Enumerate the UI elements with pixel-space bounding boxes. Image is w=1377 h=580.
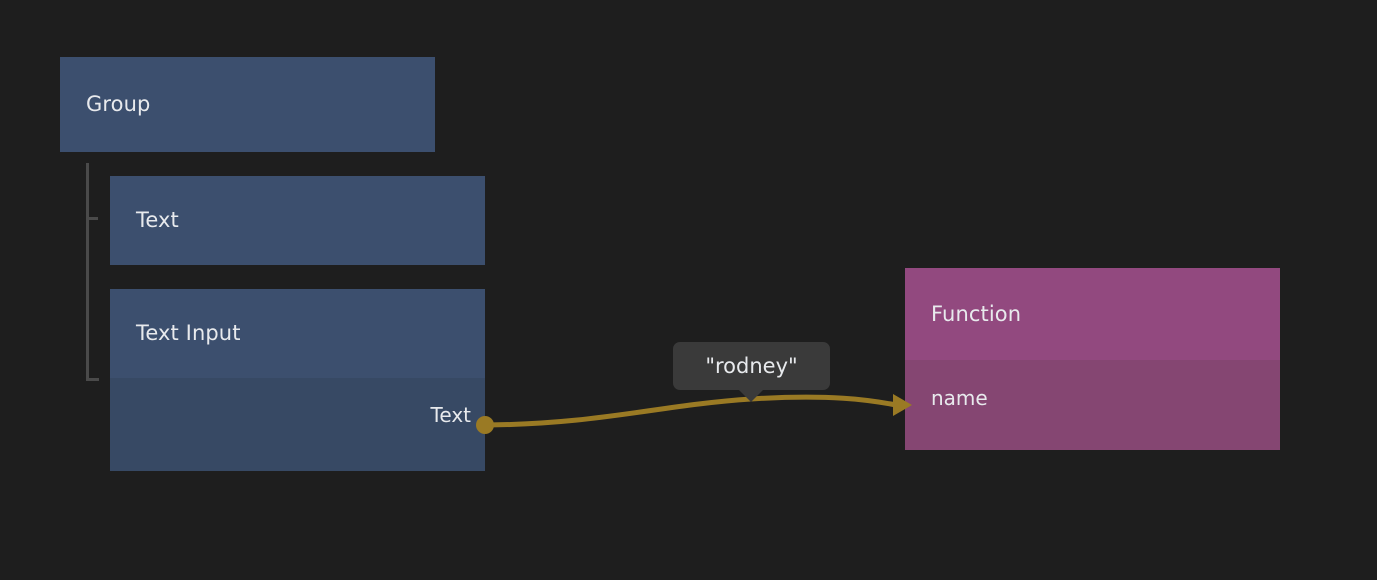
node-text-title: Text — [136, 208, 179, 232]
output-port-text[interactable]: Text — [431, 405, 471, 425]
node-function-body: name — [905, 360, 1280, 450]
node-function[interactable]: Function name — [905, 268, 1280, 450]
input-port-name-label: name — [931, 386, 988, 410]
node-text-input[interactable]: Text Input Text — [110, 289, 485, 471]
connection-value-tooltip-caret — [738, 389, 764, 402]
node-text[interactable]: Text — [110, 176, 485, 265]
connection-value-tooltip-text: "rodney" — [705, 353, 798, 378]
tree-connector-vertical — [86, 163, 89, 381]
output-port-text-label: Text — [430, 403, 471, 427]
node-text-input-header[interactable]: Text Input — [110, 289, 485, 378]
node-group-header[interactable]: Group — [60, 57, 435, 152]
tree-connector-branch-text-input — [86, 378, 99, 381]
node-group-title: Group — [86, 92, 151, 116]
node-text-header[interactable]: Text — [110, 176, 485, 265]
connection-value-tooltip: "rodney" — [673, 342, 830, 390]
tree-connector-branch-text — [86, 217, 98, 220]
node-function-title: Function — [931, 301, 1022, 326]
node-text-input-body: Text — [110, 378, 485, 471]
input-port-name[interactable]: name — [931, 388, 988, 408]
node-group[interactable]: Group — [60, 57, 435, 152]
connection-edge-text-to-name[interactable] — [484, 394, 899, 428]
node-function-header[interactable]: Function — [905, 268, 1280, 360]
node-text-input-title: Text Input — [136, 321, 241, 345]
output-port-text-dot[interactable] — [476, 416, 494, 434]
